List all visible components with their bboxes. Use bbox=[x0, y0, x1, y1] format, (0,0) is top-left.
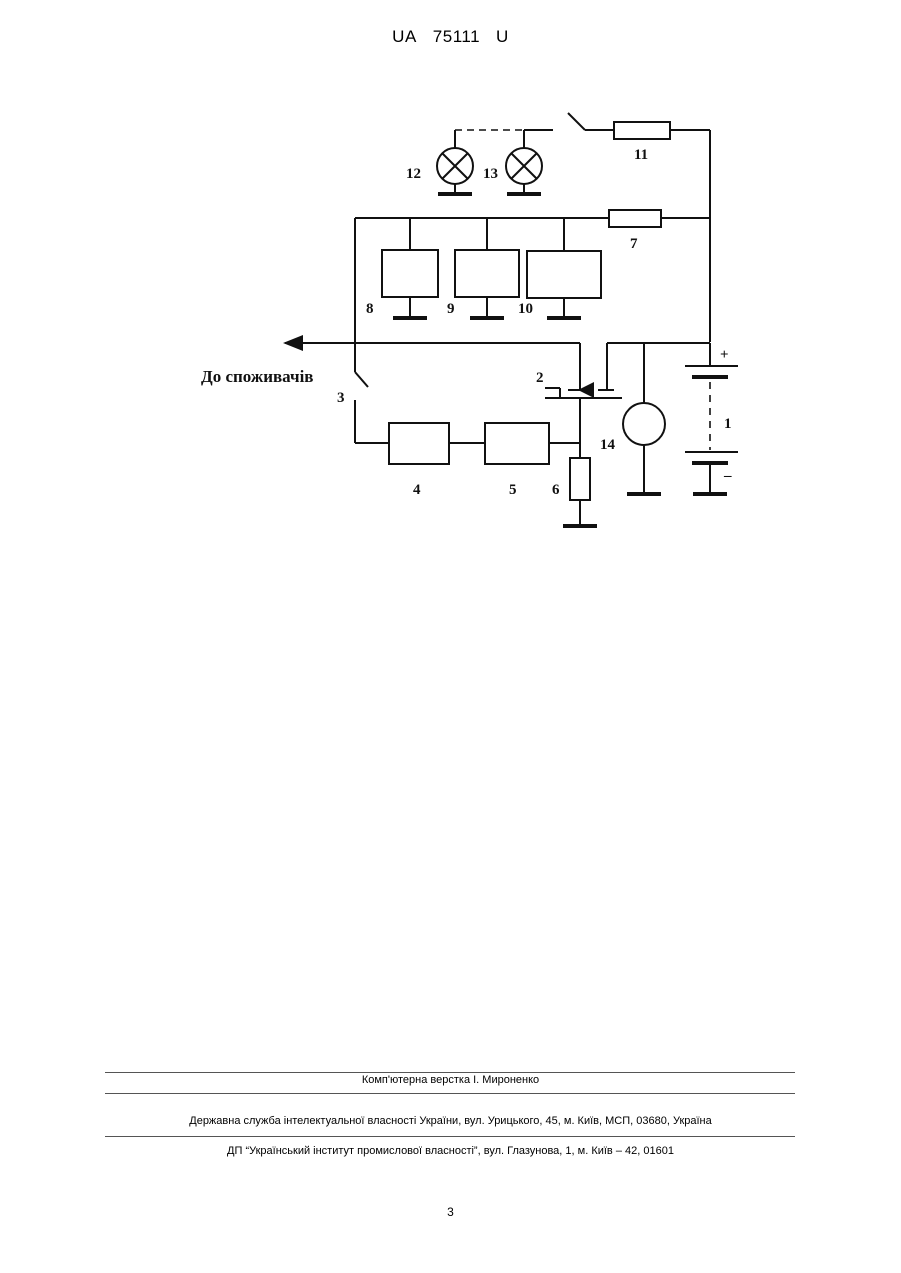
switch-lamps bbox=[568, 113, 585, 130]
block-5 bbox=[485, 423, 549, 464]
lamp-13 bbox=[506, 148, 542, 194]
block-4 bbox=[389, 423, 449, 464]
battery-1: + 1 – bbox=[685, 343, 738, 494]
label-9: 9 bbox=[447, 301, 455, 317]
layout-credit: Комп'ютерна верстка І. Мироненко bbox=[0, 1074, 901, 1086]
switch-3 bbox=[355, 372, 368, 387]
consumer-label: До споживачів bbox=[201, 367, 313, 386]
label-12: 12 bbox=[406, 166, 421, 182]
fuse-11 bbox=[614, 122, 670, 139]
label-3: 3 bbox=[337, 390, 345, 406]
resistor-6 bbox=[570, 458, 590, 500]
negative-label: – bbox=[723, 468, 732, 484]
institute-address: ДП “Український інститут промислової вла… bbox=[0, 1145, 901, 1157]
relay-2: 2 До споживачів bbox=[201, 343, 710, 398]
label-4: 4 bbox=[413, 482, 421, 498]
agency-address: Державна служба інтелектуальної власност… bbox=[0, 1115, 901, 1127]
page-number: 3 bbox=[0, 1205, 901, 1219]
label-1: 1 bbox=[724, 416, 732, 432]
label-11: 11 bbox=[634, 147, 648, 163]
footer-rule-bottom bbox=[105, 1136, 795, 1137]
footer-rule-top bbox=[105, 1072, 795, 1073]
fuse-7 bbox=[609, 210, 661, 227]
label-14: 14 bbox=[600, 437, 616, 453]
positive-label: + bbox=[720, 347, 729, 363]
label-13: 13 bbox=[483, 166, 498, 182]
load-bus: 7 8 9 10 bbox=[355, 210, 710, 318]
label-7: 7 bbox=[630, 236, 638, 252]
label-10: 10 bbox=[518, 301, 533, 317]
generator-14: 14 bbox=[600, 343, 665, 494]
label-6: 6 bbox=[552, 482, 560, 498]
load-9 bbox=[455, 250, 519, 297]
footer-rule-middle bbox=[105, 1093, 795, 1094]
label-8: 8 bbox=[366, 301, 374, 317]
circuit-diagram: 11 12 13 7 8 9 10 3 bbox=[0, 0, 901, 600]
load-10 bbox=[527, 251, 601, 298]
lamp-12 bbox=[437, 148, 473, 194]
label-5: 5 bbox=[509, 482, 517, 498]
control-chain: 4 5 6 bbox=[389, 398, 597, 526]
label-2: 2 bbox=[536, 370, 544, 386]
load-8 bbox=[382, 250, 438, 297]
